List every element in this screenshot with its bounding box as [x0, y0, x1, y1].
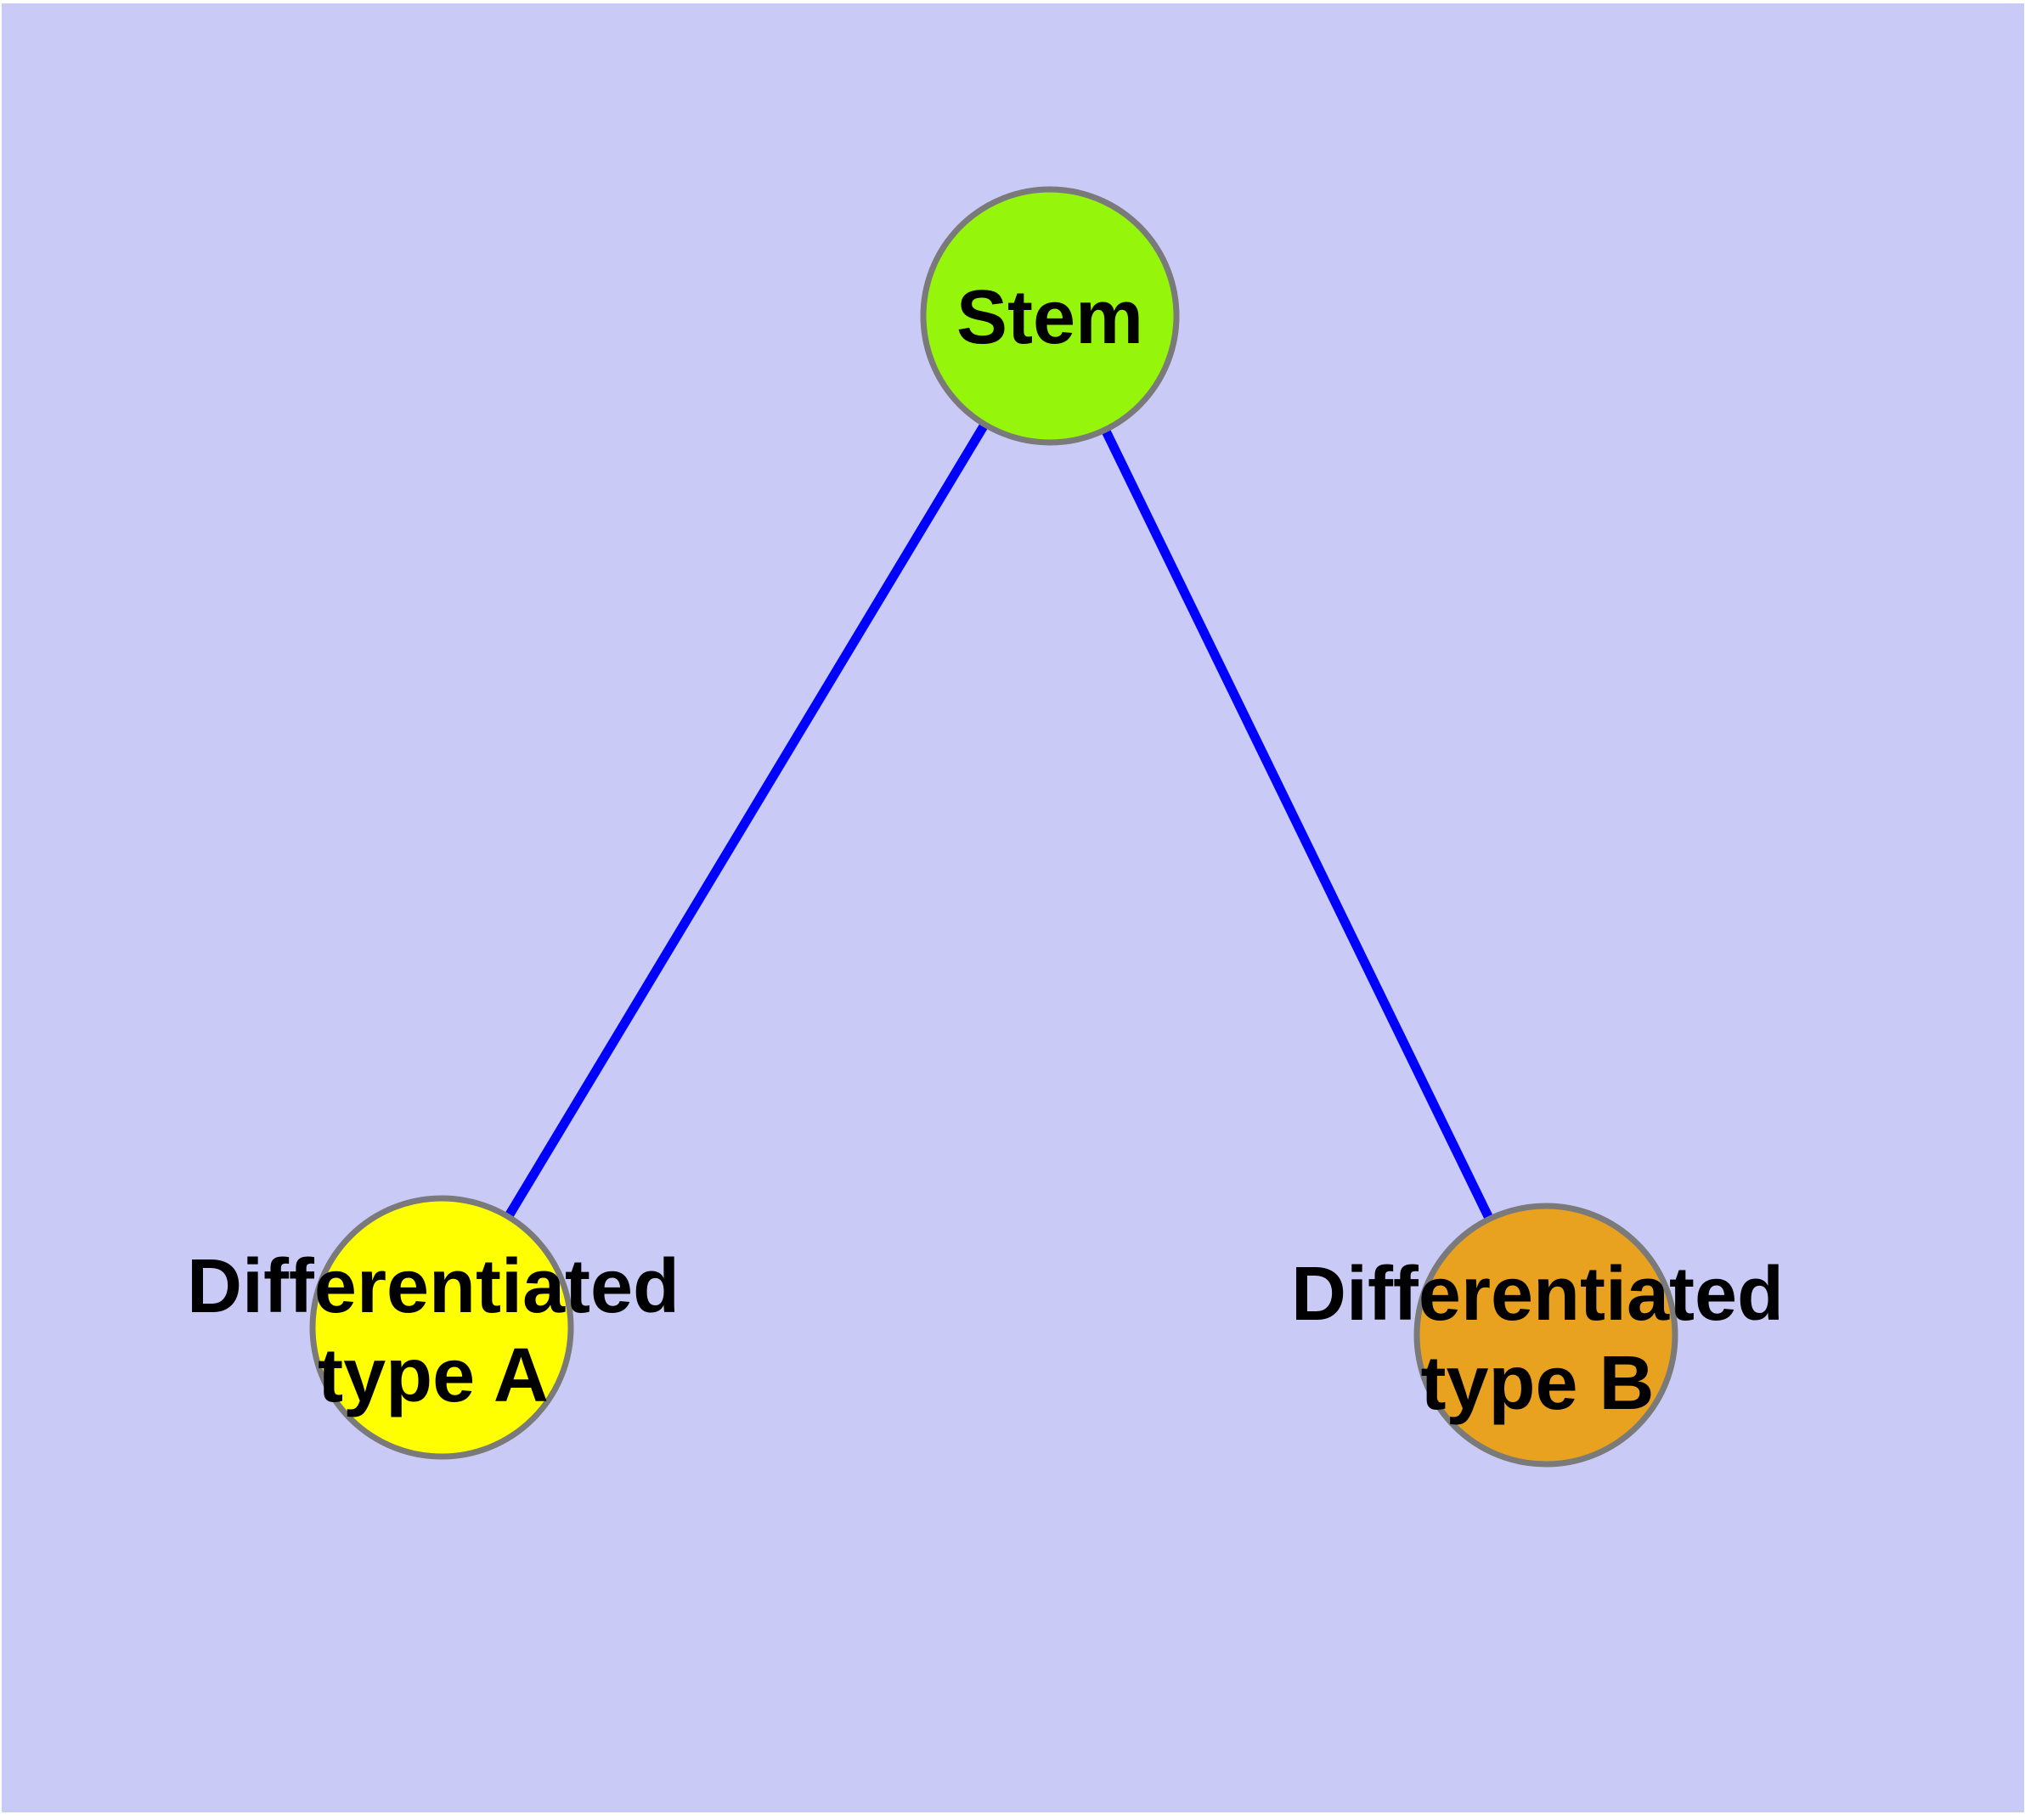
- node-differentiated-type-a: Differentiated type A: [187, 1195, 680, 1460]
- node-differentiated-type-b-label-line1: Differentiated: [1291, 1252, 1784, 1337]
- edge-stem-to-type-b: [1046, 313, 1550, 1338]
- node-differentiated-type-a-circle: [309, 1195, 574, 1460]
- node-stem: Stem: [920, 186, 1180, 446]
- edge-stem-to-type-a: [437, 313, 1054, 1330]
- node-stem-label: Stem: [956, 275, 1143, 360]
- node-differentiated-type-b: Differentiated type B: [1291, 1203, 1784, 1468]
- node-stem-circle: [920, 186, 1180, 446]
- node-differentiated-type-b-label-line2: type B: [1420, 1341, 1654, 1426]
- node-differentiated-type-a-label-line1: Differentiated: [187, 1244, 680, 1329]
- node-differentiated-type-a-label-line2: type A: [318, 1333, 549, 1418]
- edge-layer: [437, 313, 1550, 1338]
- node-differentiated-type-b-circle: [1413, 1203, 1678, 1468]
